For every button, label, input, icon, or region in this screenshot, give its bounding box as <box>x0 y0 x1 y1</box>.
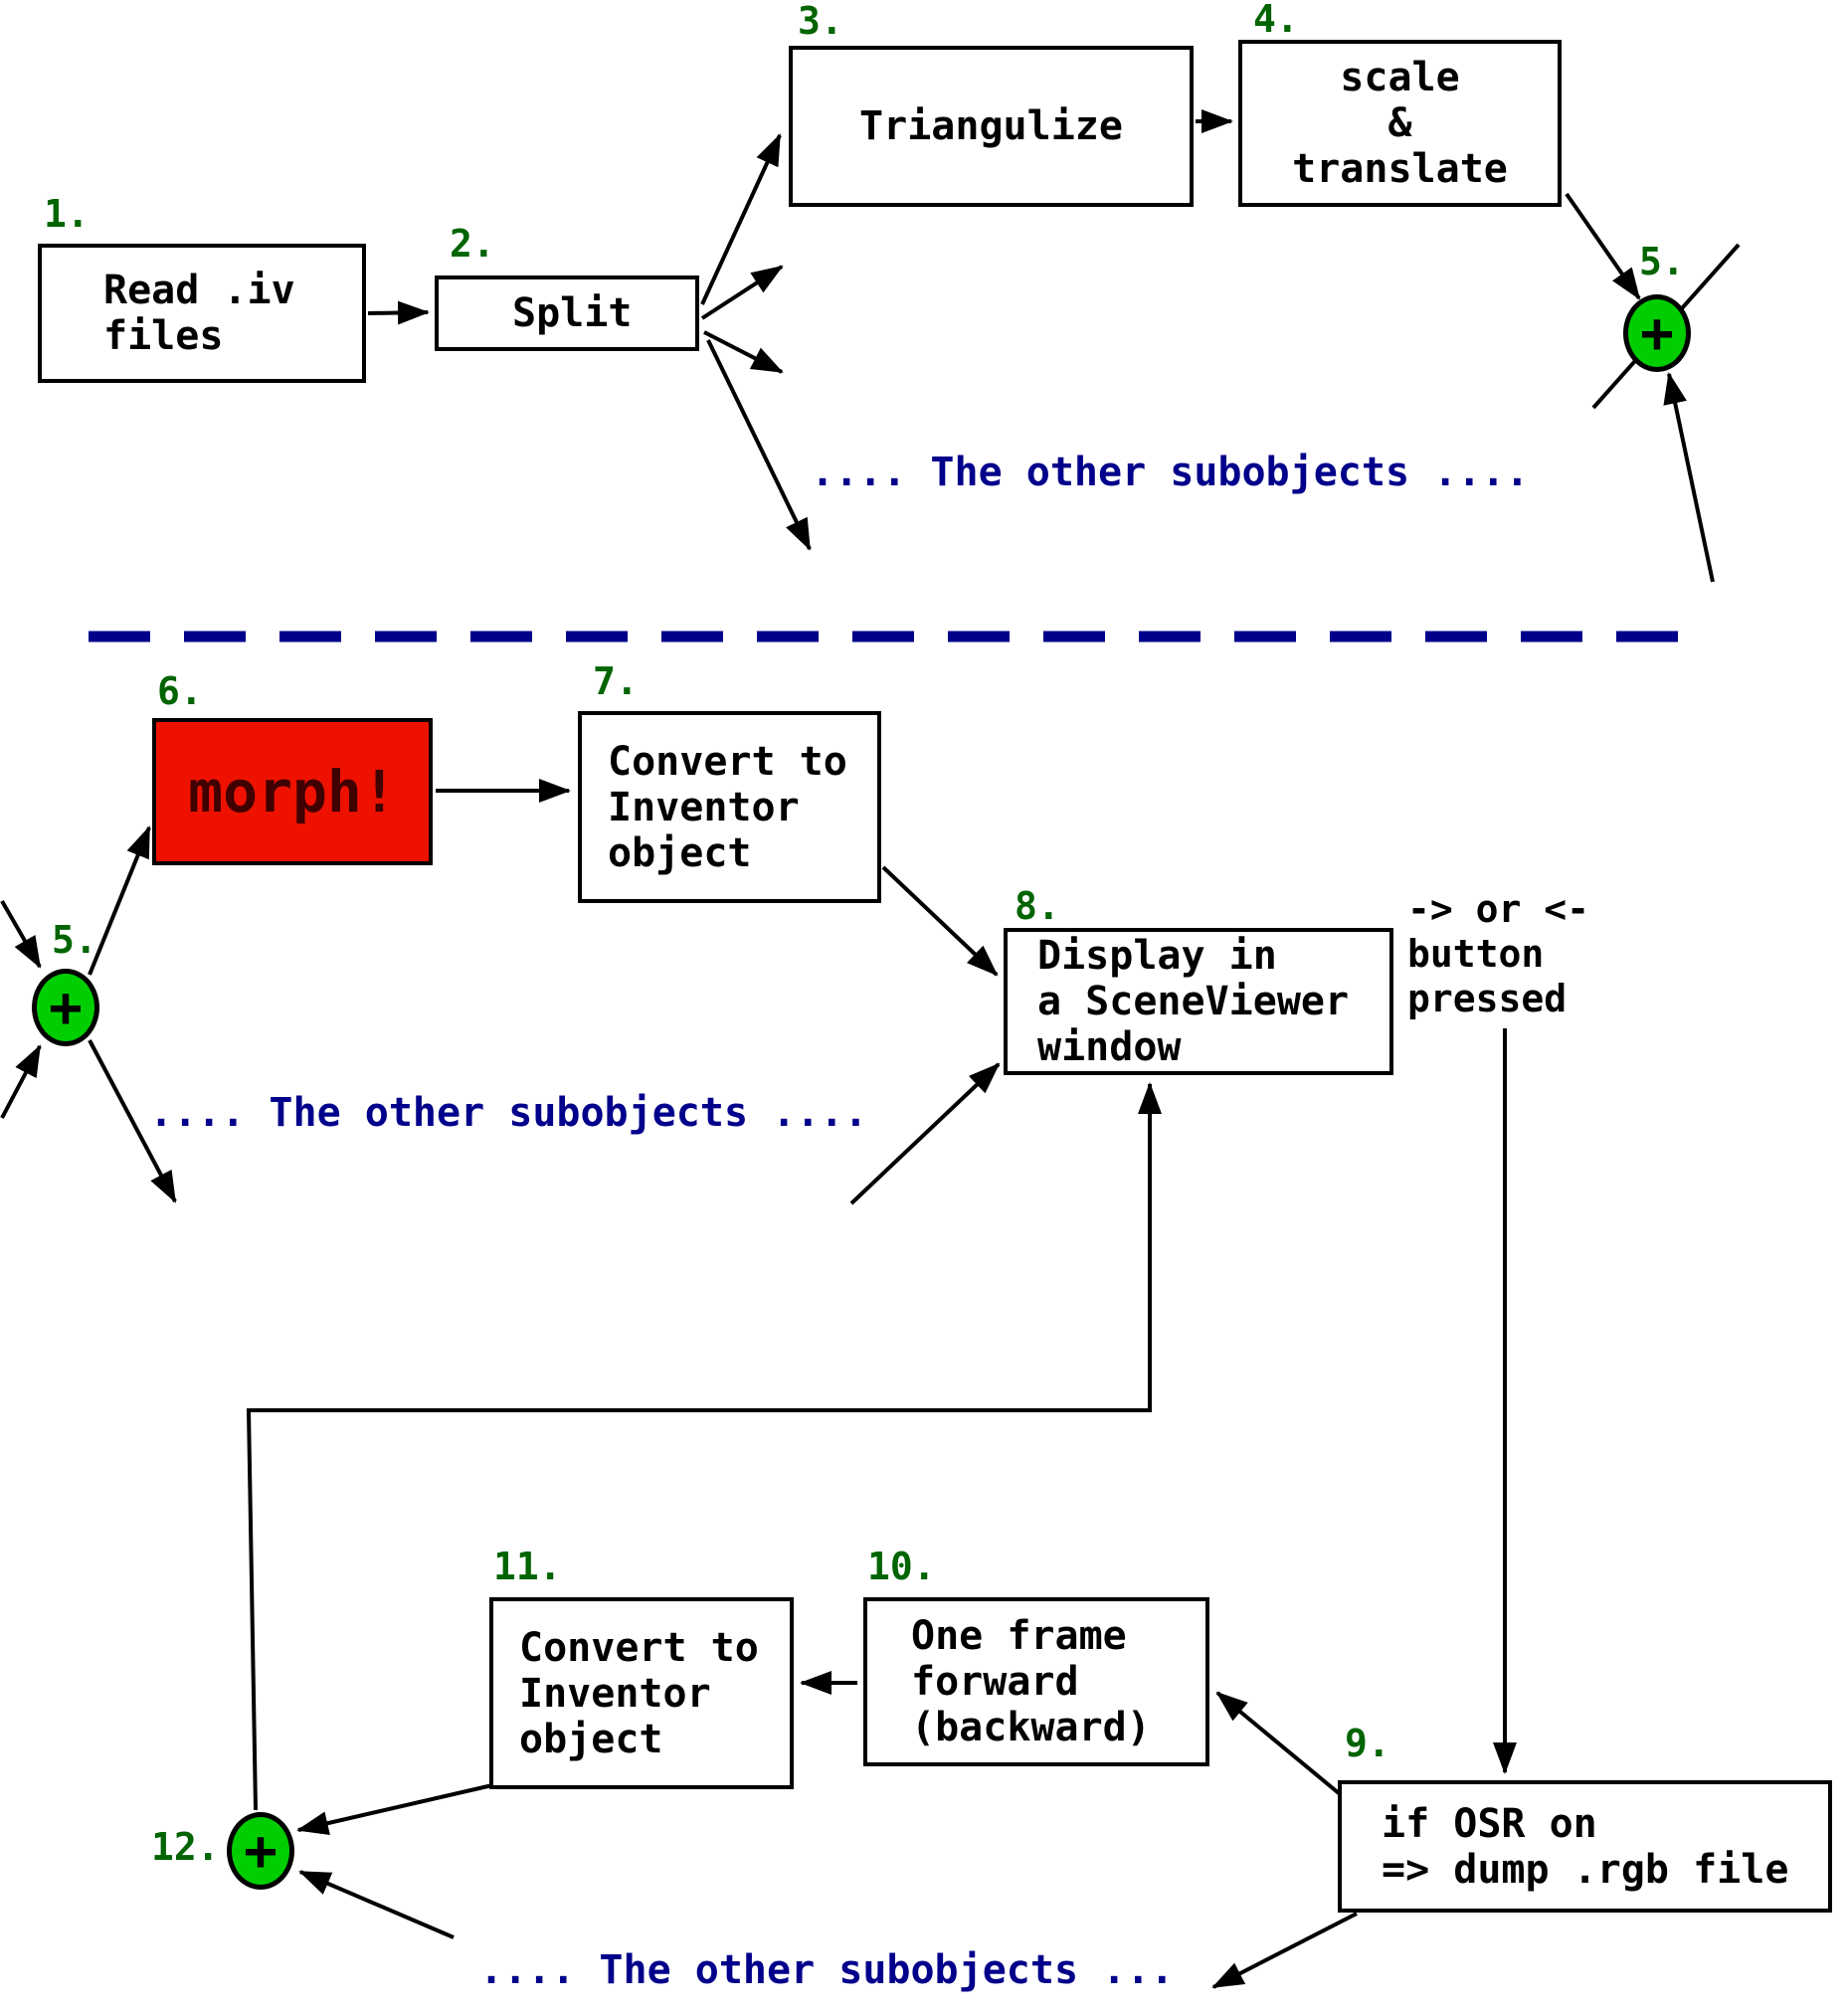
box-one-frame-forward: One frame forward (backward) <box>863 1597 1209 1766</box>
note-button-pressed: -> or <- button pressed <box>1407 887 1590 1020</box>
plus-junction-5-left: + <box>32 969 99 1046</box>
plus-junction-5-top: + <box>1623 294 1691 372</box>
box-convert-to-inventor-bottom: Convert to Inventor object <box>489 1597 794 1789</box>
box-split: Split <box>435 275 699 351</box>
arrow-into-junction-5-left-lower <box>0 1044 42 1119</box>
arrow-bottom-into-junction-5-top <box>1663 372 1715 583</box>
step-1-number: 1. <box>44 192 90 236</box>
arrow-into-junction-5-left-upper <box>0 900 42 969</box>
plus-junction-12: + <box>227 1812 294 1890</box>
note-other-subobjects-mid: .... The other subobjects .... <box>149 1090 868 1136</box>
box-morph: morph! <box>152 718 433 865</box>
arrow-split-branch-1 <box>700 265 784 320</box>
arrow-read-to-split <box>367 300 430 325</box>
arrow-osr-to-frame <box>1215 1691 1347 1800</box>
step-11-number: 11. <box>493 1545 562 1588</box>
step-8-number: 8. <box>1015 884 1060 928</box>
arrow-junction-5-to-morph <box>88 825 151 976</box>
step-9-number: 9. <box>1345 1722 1390 1765</box>
arrow-convert-to-display <box>881 865 999 977</box>
arrow-subobjects-to-junction-12 <box>298 1870 455 1939</box>
box-triangulize: Triangulize <box>789 46 1194 207</box>
arrow-split-to-other-subobjects <box>706 339 812 551</box>
box-scale-translate: scale & translate <box>1238 40 1562 207</box>
arrow-split-to-triangulize <box>700 133 782 305</box>
note-other-subobjects-top: .... The other subobjects .... <box>811 450 1530 495</box>
step-6-number: 6. <box>157 669 203 713</box>
box-convert-to-inventor-top: Convert to Inventor object <box>578 711 881 903</box>
step-10-number: 10. <box>867 1545 936 1588</box>
loop-junction-12-to-display <box>246 1082 1162 1811</box>
step-5-top-number: 5. <box>1639 240 1685 283</box>
box-display-sceneviewer: Display in a SceneViewer window <box>1004 928 1393 1075</box>
note-other-subobjects-bottom: .... The other subobjects ... <box>479 1947 1175 1993</box>
step-2-number: 2. <box>450 222 495 266</box>
step-7-number: 7. <box>593 659 639 703</box>
arrow-scale-to-junction-5 <box>1565 192 1641 300</box>
step-4-number: 4. <box>1253 0 1299 41</box>
arrow-convert2-to-junction-12 <box>296 1780 506 1835</box>
arrow-subobjects-to-display <box>849 1062 1001 1205</box>
step-12-number: 12. <box>151 1825 220 1869</box>
arrow-osr-to-other-subobjects <box>1211 1912 1358 1989</box>
box-read-iv-files: Read .iv files <box>38 244 366 383</box>
box-osr-dump-rgb: if OSR on => dump .rgb file <box>1338 1780 1832 1913</box>
arrow-junction-5-to-other-subobjects <box>88 1039 177 1203</box>
step-3-number: 3. <box>798 0 843 43</box>
step-5-left-number: 5. <box>52 918 97 962</box>
arrow-split-branch-2 <box>703 330 784 374</box>
